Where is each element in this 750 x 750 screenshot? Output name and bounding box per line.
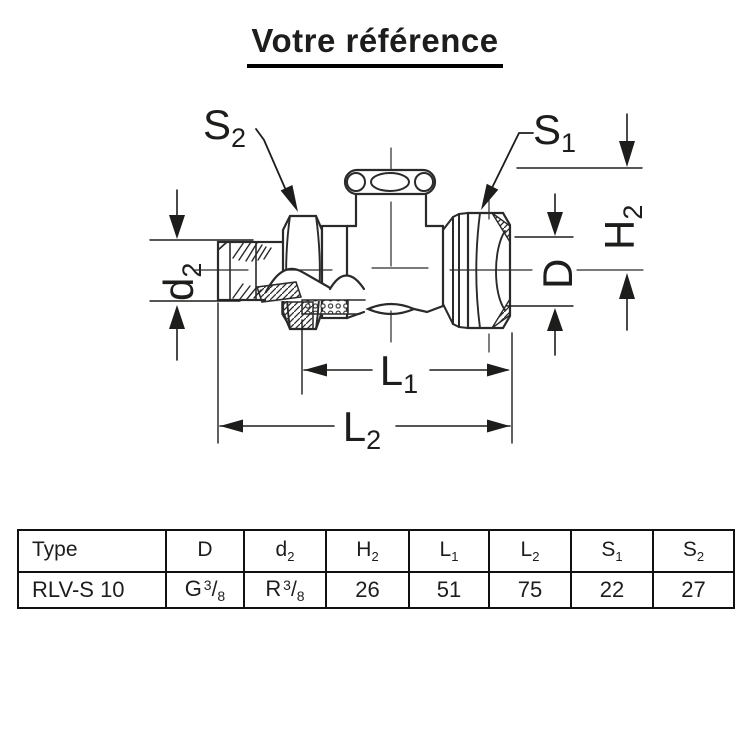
cell-s1-value: 22 xyxy=(570,571,654,609)
valve-body xyxy=(343,168,445,320)
col-header-d: D xyxy=(165,529,245,573)
col-header-s2: S2 xyxy=(652,529,735,573)
cell-d2-value: R 3/8 xyxy=(243,571,327,609)
thread-hatching xyxy=(232,241,272,300)
label-l1: L1 xyxy=(380,347,418,399)
leader-s2 xyxy=(255,128,298,212)
dim-l2 xyxy=(219,419,511,433)
page-title: Votre référence xyxy=(0,22,750,68)
cell-h2-value: 26 xyxy=(325,571,410,609)
label-s2: S2 xyxy=(203,101,246,153)
section-cut-detail xyxy=(256,267,366,330)
label-h2: H2 xyxy=(596,205,648,250)
label-s1: S1 xyxy=(533,106,576,158)
col-header-l2: L2 xyxy=(488,529,572,573)
col-header-type: Type xyxy=(17,529,167,573)
dim-l1 xyxy=(303,363,510,377)
leader-s1 xyxy=(481,132,534,210)
reference-lines xyxy=(149,167,643,444)
col-header-s1: S1 xyxy=(570,529,654,573)
page-title-text: Votre référence xyxy=(247,22,503,68)
cell-l2-value: 75 xyxy=(488,571,572,609)
dimension-annotations xyxy=(149,113,643,444)
label-d: D xyxy=(534,259,581,289)
col-header-d2: d2 xyxy=(243,529,327,573)
dim-d2 xyxy=(169,189,185,361)
cell-type: RLV-S 10 xyxy=(17,571,167,609)
dimension-table: Type D d2 H2 L1 L2 S1 S2 RLV-S 10 G 3/8 … xyxy=(17,529,735,609)
handle-cap xyxy=(343,168,437,196)
cell-d-value: G 3/8 xyxy=(165,571,245,609)
valve-dimension-diagram: S2 S1 H2 D d2 L1 L2 xyxy=(149,101,648,455)
col-header-h2: H2 xyxy=(325,529,410,573)
label-d2: d2 xyxy=(155,263,207,301)
label-l2: L2 xyxy=(343,403,381,455)
cell-l1-value: 51 xyxy=(408,571,490,609)
dimension-labels: S2 S1 H2 D d2 L1 L2 xyxy=(155,101,648,455)
dim-d xyxy=(547,193,563,356)
cell-s2-value: 27 xyxy=(652,571,735,609)
dim-h2 xyxy=(619,113,635,331)
centerlines xyxy=(194,147,644,353)
table-row: RLV-S 10 G 3/8 R 3/8 26 51 75 22 27 xyxy=(17,571,735,609)
col-header-l1: L1 xyxy=(408,529,490,573)
valve-drawing xyxy=(194,147,644,353)
table-header-row: Type D d2 H2 L1 L2 S1 S2 xyxy=(17,529,735,573)
